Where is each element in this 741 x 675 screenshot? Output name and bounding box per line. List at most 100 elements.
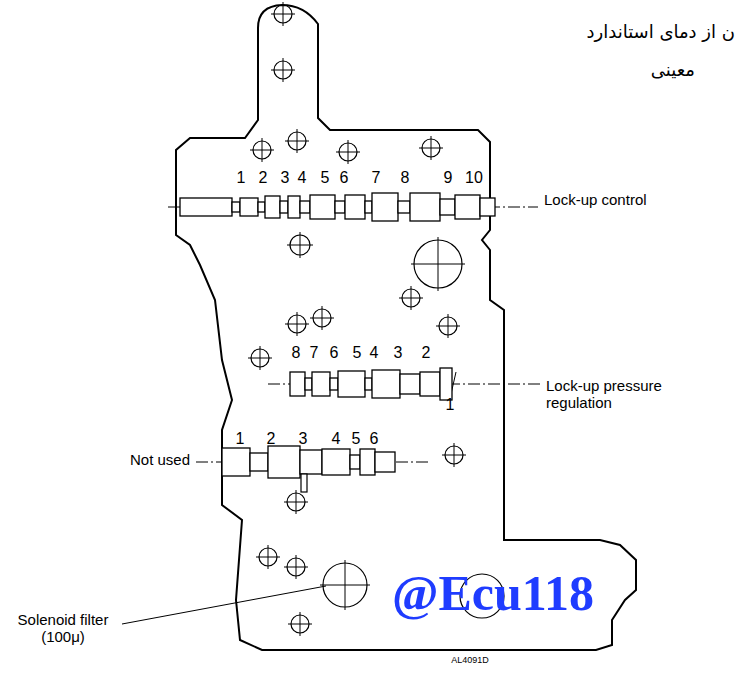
callout-number: 2: [422, 344, 431, 362]
hole-crosshair: [271, 2, 295, 26]
callout-number: 7: [372, 169, 381, 187]
bolt-hole: [411, 237, 465, 291]
hole-crosshair: [285, 312, 309, 336]
valve-land: [400, 374, 420, 394]
valve-land: [455, 195, 480, 219]
persian-note: ن از دمای استاندارد: [587, 22, 735, 43]
bolt-hole: [399, 286, 423, 310]
valve-name: Lock-up control: [544, 191, 647, 208]
valve-land: [480, 198, 495, 216]
valve-land: [280, 201, 288, 213]
valve-land: [300, 450, 322, 474]
bolt-hole: [284, 555, 308, 579]
valve-land: [335, 201, 345, 213]
bolt-hole: [271, 58, 295, 82]
valve-land: [265, 196, 280, 218]
callout-number: 6: [330, 344, 339, 362]
valve-stem: [301, 474, 307, 492]
callout-number: 6: [340, 169, 349, 187]
bolt-hole: [271, 2, 295, 26]
hole-crosshair: [442, 443, 466, 467]
callout-number: 8: [401, 169, 410, 187]
valve-land: [365, 378, 372, 390]
valve-land: [268, 446, 300, 478]
hole-crosshair: [271, 58, 295, 82]
valve-land: [440, 368, 452, 400]
valve-land: [232, 202, 240, 212]
valve-land: [288, 196, 300, 218]
hole-crosshair: [284, 555, 308, 579]
valve-land: [365, 201, 372, 213]
callout-number: 5: [353, 344, 362, 362]
callout-number: 3: [394, 344, 403, 362]
persian-note: معینی: [651, 60, 695, 81]
figure-code: AL4091D: [451, 655, 489, 665]
valve-land: [398, 201, 410, 213]
hole-crosshair: [288, 612, 312, 636]
valve-land: [312, 372, 330, 396]
callout-number: 3: [281, 169, 290, 187]
valve-land: [250, 453, 268, 471]
callout-number: 4: [298, 169, 307, 187]
spool-valve: [290, 368, 452, 400]
hole-crosshair: [419, 136, 443, 160]
bolt-hole: [288, 612, 312, 636]
valve-land: [372, 370, 400, 398]
valve-land: [375, 452, 395, 472]
bolt-hole: [285, 312, 309, 336]
callout-number: 8: [292, 344, 301, 362]
callout-number: 9: [444, 169, 453, 187]
valve-body-outline: [176, 5, 636, 650]
callout-number: 2: [267, 430, 276, 448]
callout-number: 5: [352, 430, 361, 448]
callout-number: 1: [237, 169, 246, 187]
bolt-hole: [284, 490, 308, 514]
valve-land: [420, 372, 440, 396]
valve-land: [240, 198, 258, 216]
valve-land: [222, 448, 250, 476]
hole-crosshair: [250, 138, 274, 162]
bolt-hole: [436, 314, 460, 338]
valve-land: [310, 195, 335, 219]
hole-crosshair: [284, 490, 308, 514]
valve-land: [322, 449, 350, 475]
valve-land: [290, 372, 305, 396]
spool-valve: [180, 193, 495, 221]
valve-land: [330, 378, 338, 390]
hole-crosshair: [411, 237, 465, 291]
bolt-hole: [256, 545, 280, 569]
part-name: Solenoid filter (100μ): [7, 611, 119, 646]
hole-crosshair: [285, 129, 309, 153]
valve-name: Not used: [130, 451, 190, 468]
hole-crosshair: [436, 314, 460, 338]
valve-land: [305, 378, 312, 390]
bolt-hole: [442, 443, 466, 467]
valve-land: [440, 199, 455, 215]
hole-crosshair: [399, 286, 423, 310]
callout-number: 2: [259, 169, 268, 187]
watermark: @Ecu118: [392, 565, 594, 623]
valve-land: [350, 455, 360, 469]
callout-number: 4: [332, 430, 341, 448]
hole-crosshair: [287, 232, 313, 258]
callout-number: 7: [310, 344, 319, 362]
valve-land: [300, 201, 310, 213]
callout-number: 4: [370, 344, 379, 362]
callout-number: 1: [446, 396, 455, 414]
bolt-hole: [320, 560, 370, 610]
hole-crosshair: [256, 545, 280, 569]
leader-line: [122, 586, 326, 624]
bolt-hole: [248, 346, 272, 370]
callout-number: 10: [465, 169, 483, 187]
bolt-hole: [287, 232, 313, 258]
hole-crosshair: [310, 306, 334, 330]
valve-land: [180, 198, 232, 216]
callout-number: 6: [370, 430, 379, 448]
valve-land: [410, 193, 440, 221]
callout-number: 5: [321, 169, 330, 187]
callout-number: 3: [299, 430, 308, 448]
bolt-hole: [419, 136, 443, 160]
bolt-hole: [250, 138, 274, 162]
valve-land: [345, 195, 365, 219]
bolt-hole: [310, 306, 334, 330]
